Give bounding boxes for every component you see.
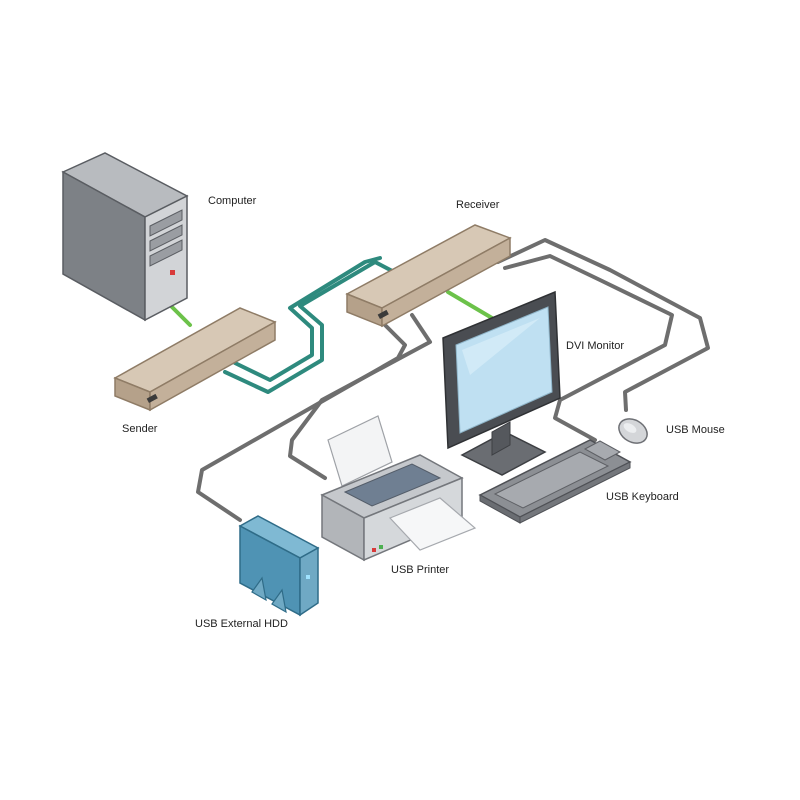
label-usb-external-hdd: USB External HDD bbox=[195, 618, 288, 630]
hdd-led bbox=[306, 575, 310, 579]
mouse-highlight bbox=[623, 423, 637, 433]
tower-drive-bay-2 bbox=[149, 224, 183, 252]
printer-paper-in bbox=[327, 415, 393, 487]
tower-power-led bbox=[170, 270, 175, 275]
receiver-side bbox=[381, 236, 511, 328]
hdd-side bbox=[299, 546, 319, 617]
keyboard-keys-main bbox=[493, 451, 610, 509]
sender-unit bbox=[113, 307, 277, 412]
keyboard-edge-side bbox=[519, 461, 631, 524]
printer-top-slot bbox=[343, 463, 442, 507]
label-computer: Computer bbox=[208, 195, 257, 207]
monitor-screen bbox=[455, 306, 553, 434]
cable-receiver-keyboard bbox=[503, 254, 674, 442]
hdd-stand-right bbox=[271, 588, 287, 614]
printer-led-red bbox=[372, 548, 376, 552]
cable-link-2 bbox=[233, 256, 382, 382]
monitor-stand-neck bbox=[491, 421, 511, 456]
label-usb-keyboard: USB Keyboard bbox=[606, 491, 679, 503]
printer-led-green bbox=[379, 545, 383, 549]
printer-paper-out bbox=[388, 497, 477, 551]
hdd-stand-left bbox=[251, 576, 267, 602]
label-sender: Sender bbox=[122, 423, 158, 435]
sender-port bbox=[146, 393, 158, 403]
video-cables bbox=[168, 290, 494, 327]
usb-printer bbox=[320, 415, 477, 562]
cable-receiver-hdd bbox=[196, 323, 407, 522]
usb-keyboard bbox=[478, 439, 632, 524]
monitor-screen-shine bbox=[462, 318, 540, 375]
receiver-port bbox=[377, 309, 389, 319]
label-dvi-monitor: DVI Monitor bbox=[566, 340, 625, 352]
keyboard-keys-pad bbox=[583, 440, 622, 461]
cable-receiver-printer bbox=[288, 313, 432, 480]
cable-computer-sender bbox=[168, 303, 192, 327]
cable-receiver-monitor bbox=[446, 290, 494, 320]
usb-external-hdd bbox=[238, 515, 320, 617]
label-usb-mouse: USB Mouse bbox=[666, 424, 725, 436]
receiver-unit bbox=[345, 224, 512, 328]
label-usb-printer: USB Printer bbox=[391, 564, 450, 576]
cable-receiver-mouse bbox=[496, 238, 710, 412]
usb-mouse bbox=[618, 418, 648, 444]
sender-side bbox=[149, 320, 276, 412]
tower-drive-bay-3 bbox=[149, 239, 183, 267]
label-receiver: Receiver bbox=[456, 199, 500, 211]
monitor-stand-base bbox=[460, 431, 547, 476]
tower-drive-bay-1 bbox=[149, 209, 183, 237]
computer-tower bbox=[61, 152, 189, 322]
dvi-monitor bbox=[442, 290, 561, 476]
usb-cables bbox=[196, 238, 710, 522]
